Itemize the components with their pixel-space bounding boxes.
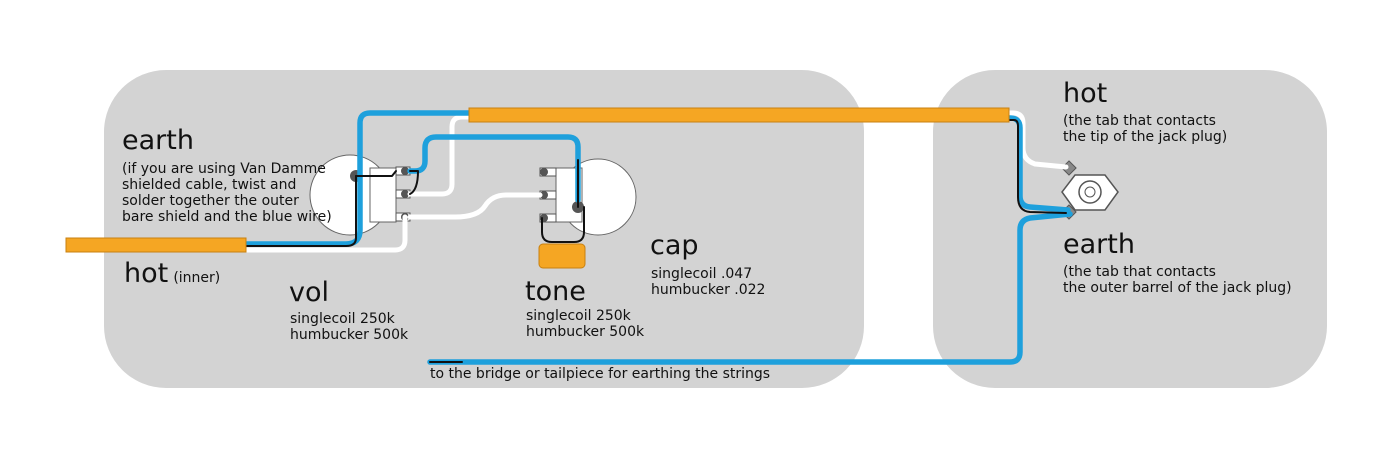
bridge-note: to the bridge or tailpiece for earthing … (430, 366, 771, 382)
earth-note: (if you are using Van Damme shielded cab… (122, 161, 332, 226)
hot-inner-label: hot (inner) (124, 258, 220, 289)
ground-wires (244, 119, 1067, 363)
hot-jack-label: hot (1063, 78, 1108, 109)
earth-jack-label: earth (1063, 229, 1135, 260)
tone-spec: singlecoil 250k humbucker 500k (526, 308, 645, 341)
control-cavity-panel (104, 70, 864, 388)
hot-inner-note: (inner) (173, 270, 221, 286)
hot-cables (65, 107, 1010, 253)
hot-jack-note: (the tab that contacts the tip of the ja… (1063, 113, 1228, 146)
signal-wires (407, 110, 1069, 220)
hot-inner-wire (242, 214, 408, 253)
cap-label: cap (650, 230, 699, 261)
hot-label: hot (124, 258, 169, 289)
jack-cavity-panel (933, 70, 1327, 388)
capacitor-icon (538, 243, 586, 269)
vol-label: vol (289, 277, 329, 308)
cap-spec: singlecoil .047 humbucker .022 (651, 266, 766, 299)
earth-jack-note: (the tab that contacts the outer barrel … (1063, 264, 1292, 297)
tone-label: tone (525, 276, 586, 307)
vol-spec: singlecoil 250k humbucker 500k (290, 311, 409, 344)
earth-label: earth (122, 125, 194, 156)
